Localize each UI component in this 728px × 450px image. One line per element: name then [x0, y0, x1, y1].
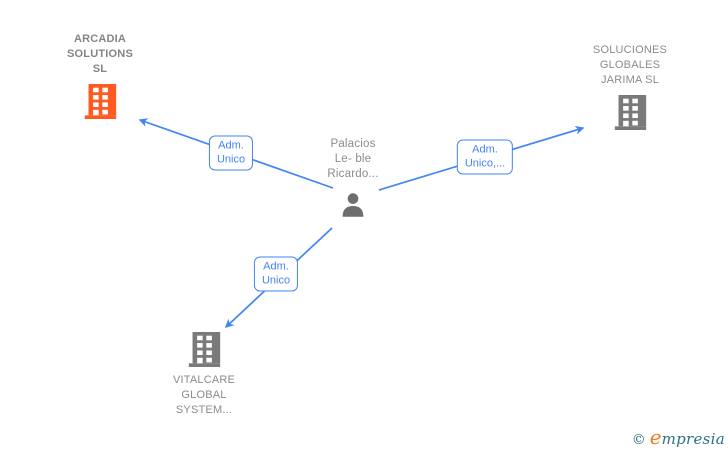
company-node-soluciones-globales-jarima[interactable]: SOLUCIONES GLOBALES JARIMA SL	[565, 43, 695, 130]
company-node-arcadia[interactable]: ARCADIA SOLUTIONS SL	[35, 32, 165, 119]
edge-label-adm-unico-vitalcare: Adm. Unico	[253, 256, 299, 292]
edge-label-adm-unico-soluciones: Adm. Unico,...	[456, 139, 514, 175]
edge-label-adm-unico-arcadia: Adm. Unico	[208, 135, 254, 171]
person-node-palacios[interactable]: Palacios Le- ble Ricardo...	[288, 137, 418, 220]
empresia-logo-text: mpresia	[661, 430, 725, 448]
company-name-arcadia: ARCADIA SOLUTIONS SL	[67, 33, 133, 75]
company-name-vitalcare: VITALCARE GLOBAL SYSTEM...	[172, 374, 236, 416]
building-icon	[614, 95, 647, 130]
copyright-icon: ©	[631, 432, 646, 448]
empresia-logo[interactable]: © e mpresia	[632, 425, 725, 449]
building-icon	[188, 332, 221, 367]
person-icon	[338, 191, 368, 220]
company-node-vitalcare-global-system[interactable]: VITALCARE GLOBAL SYSTEM...	[139, 332, 269, 418]
empresia-logo-initial: e	[649, 425, 662, 449]
company-name-soluciones: SOLUCIONES GLOBALES JARIMA SL	[592, 44, 668, 86]
building-icon	[84, 84, 117, 119]
person-name: Palacios Le- ble Ricardo...	[327, 138, 379, 180]
